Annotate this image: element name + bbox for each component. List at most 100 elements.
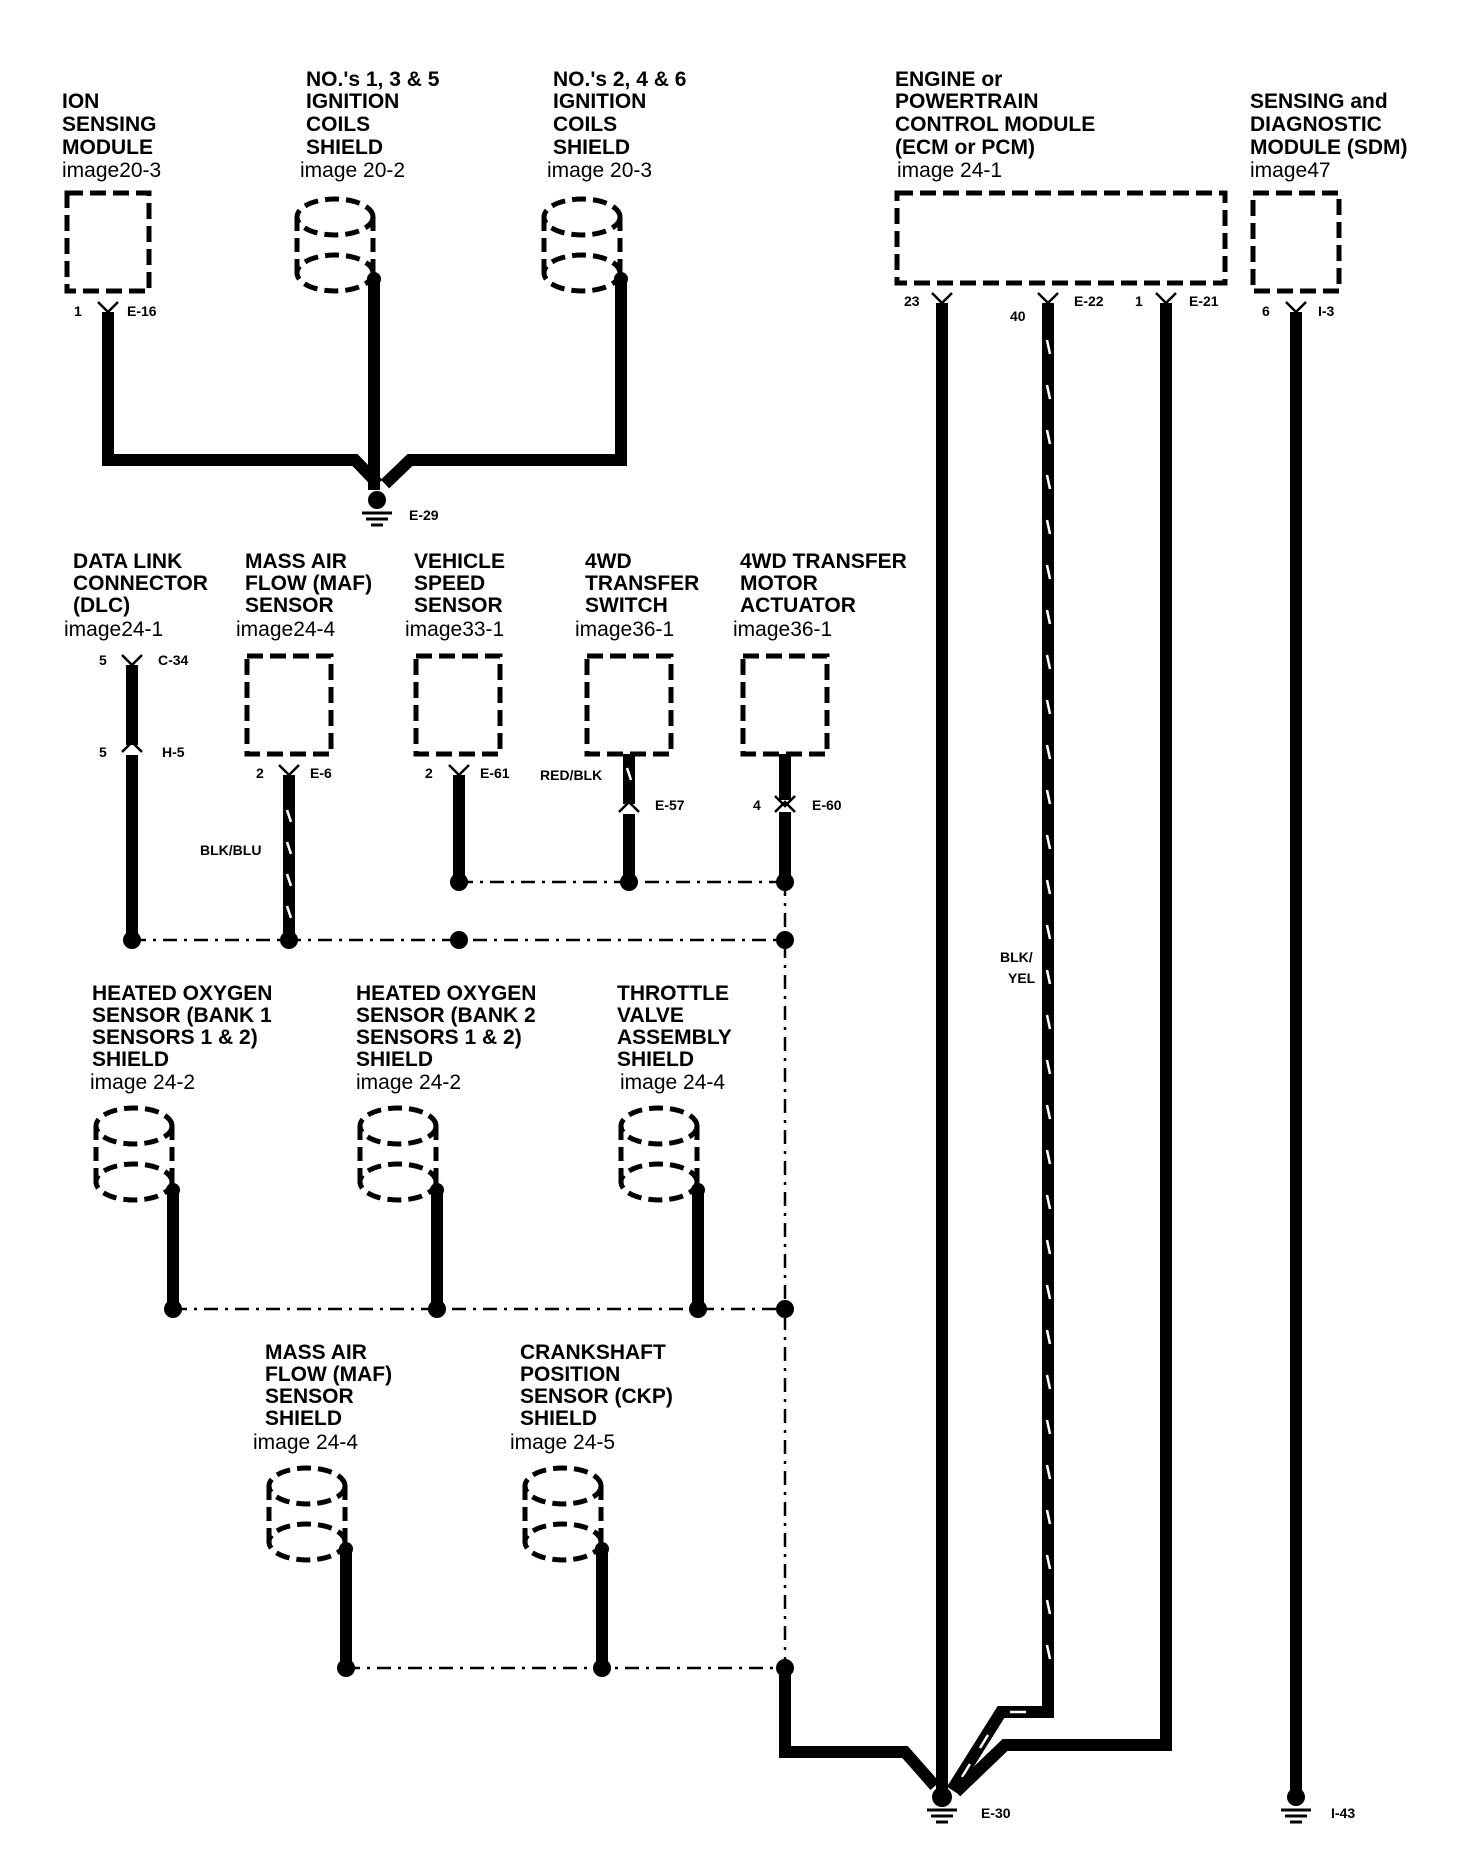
ground-e30-icon	[927, 1787, 957, 1824]
splice-dot	[123, 931, 141, 949]
ecm-pin40-wire	[946, 303, 1054, 1794]
ecm-pin1-wire	[951, 303, 1172, 1797]
ion-title-1: ION	[62, 90, 99, 113]
ground-i43-icon	[1281, 1788, 1311, 1824]
sdm-module: SENSING and DIAGNOSTIC MODULE (SDM) imag…	[1250, 90, 1407, 319]
ion-module-box	[64, 190, 152, 294]
ho2s2-title-4: SHIELD	[356, 1048, 433, 1071]
ecm-ref[interactable]: image 24-1	[897, 159, 1002, 182]
actuator-connector-icon	[774, 795, 796, 813]
splice-dot	[164, 1300, 182, 1318]
switch-title-1: 4WD	[585, 550, 632, 573]
4wd-transfer-switch: 4WD TRANSFER SWITCH image36-1 RED/BLK E-…	[540, 550, 699, 813]
splice-dot	[280, 931, 298, 949]
switch-wire-color: RED/BLK	[540, 767, 602, 783]
coils246-title-2: IGNITION	[553, 90, 646, 113]
ckp-ref[interactable]: image 24-5	[510, 1431, 615, 1454]
ecm-title-2: POWERTRAIN	[895, 90, 1039, 113]
coils135-title-2: IGNITION	[306, 90, 399, 113]
splice-dot	[450, 931, 468, 949]
actuator-connector: E-60	[812, 797, 842, 813]
ecm-pin-1: 1	[1135, 293, 1143, 309]
splice-dot	[450, 873, 468, 891]
maf-sensor: MASS AIR FLOW (MAF) SENSOR image24-4 2 E…	[200, 550, 372, 858]
splice-dot	[620, 873, 638, 891]
throttle-title-3: ASSEMBLY	[617, 1026, 732, 1049]
dlc-connector-c34-icon	[121, 654, 143, 667]
ckp-title-4: SHIELD	[520, 1407, 597, 1430]
ckp-title-2: POSITION	[520, 1363, 620, 1386]
vehicle-speed-sensor: VEHICLE SPEED SENSOR image33-1 2 E-61	[405, 550, 510, 781]
coils135-ref[interactable]: image 20-2	[300, 159, 405, 182]
ecm-connector-23-icon	[931, 292, 953, 305]
actuator-module-box	[740, 653, 830, 757]
shield-icon	[357, 1105, 444, 1203]
shield-icon	[294, 196, 381, 294]
shield-icon	[266, 1465, 353, 1563]
coils246-title-4: SHIELD	[553, 136, 630, 159]
vss-title-1: VEHICLE	[414, 550, 505, 573]
ecm-conn-e21: E-21	[1189, 293, 1219, 309]
ho2s2-title-2: SENSOR (BANK 2	[356, 1004, 536, 1027]
vss-connector: E-61	[480, 765, 510, 781]
ion-to-e29-wire	[102, 312, 383, 489]
switch-ref[interactable]: image36-1	[575, 618, 674, 641]
dlc-connector: C-34	[158, 652, 189, 668]
mafshield-title-2: FLOW (MAF)	[265, 1363, 392, 1386]
dlc-pin2: 5	[99, 744, 107, 760]
ecm-conn-e22: E-22	[1074, 293, 1104, 309]
splice-dot	[337, 1659, 355, 1677]
ho2s1-title-1: HEATED OXYGEN	[92, 982, 272, 1005]
ho2s2-ref[interactable]: image 24-2	[356, 1071, 461, 1094]
ion-pin: 1	[74, 303, 82, 319]
ecm-module: ENGINE or POWERTRAIN CONTROL MODULE (ECM…	[894, 68, 1228, 324]
ion-connector: E-16	[127, 303, 157, 319]
coils135-title-3: COILS	[306, 113, 370, 136]
ground-e29-icon	[362, 491, 392, 527]
shield-icon	[541, 196, 628, 294]
ho2s-bank2-shield: HEATED OXYGEN SENSOR (BANK 2 SENSORS 1 &…	[356, 982, 536, 1203]
maf-sensor-shield: MASS AIR FLOW (MAF) SENSOR SHIELD image …	[253, 1341, 392, 1563]
ho2s1-title-4: SHIELD	[92, 1048, 169, 1071]
throttle-ref[interactable]: image 24-4	[620, 1071, 725, 1094]
ecm-pin-40: 40	[1010, 308, 1026, 324]
throttle-title-2: VALVE	[617, 1004, 684, 1027]
shield-icon	[522, 1465, 609, 1563]
ho2s2-title-3: SENSORS 1 & 2)	[356, 1026, 522, 1049]
trunk-to-e30-wire	[779, 1668, 940, 1790]
sdm-ref[interactable]: image47	[1250, 159, 1331, 182]
data-link-connector: DATA LINK CONNECTOR (DLC) image24-1 5 C-…	[64, 550, 208, 760]
maf-wire-stripe	[285, 809, 293, 919]
ho2s1-ref[interactable]: image 24-2	[90, 1071, 195, 1094]
ckp-sensor-shield: CRANKSHAFT POSITION SENSOR (CKP) SHIELD …	[510, 1341, 673, 1563]
maf-ref[interactable]: image24-4	[236, 618, 336, 641]
dlc-title-1: DATA LINK	[73, 550, 182, 573]
switch-module-box	[584, 653, 674, 757]
ecm-pin-23: 23	[904, 293, 920, 309]
ignition-coils-135-shield: NO.'s 1, 3 & 5 IGNITION COILS SHIELD ima…	[294, 68, 440, 294]
vss-ref[interactable]: image33-1	[405, 618, 504, 641]
dlc-ref[interactable]: image24-1	[64, 618, 163, 641]
throttle-title-1: THROTTLE	[617, 982, 729, 1005]
actuator-title-1: 4WD TRANSFER	[740, 550, 907, 573]
ckp-title-3: SENSOR (CKP)	[520, 1385, 673, 1408]
ecm-pin40-stripe	[960, 339, 1052, 1778]
ground-i43-label: I-43	[1331, 1805, 1355, 1821]
ion-ref[interactable]: image20-3	[62, 159, 161, 182]
mafshield-title-3: SENSOR	[265, 1385, 354, 1408]
splice-dot	[776, 931, 794, 949]
mafshield-ref[interactable]: image 24-4	[253, 1431, 358, 1454]
actuator-ref[interactable]: image36-1	[733, 618, 832, 641]
maf-title-3: SENSOR	[245, 594, 334, 617]
sdm-title-1: SENSING and	[1250, 90, 1388, 113]
coils246-ref[interactable]: image 20-3	[547, 159, 652, 182]
ecm-title-1: ENGINE or	[895, 68, 1002, 91]
ecm-title-4: (ECM or PCM)	[895, 136, 1035, 159]
switch-connector: E-57	[655, 797, 685, 813]
mafshield-title-4: SHIELD	[265, 1407, 342, 1430]
dlc-connector2: H-5	[162, 744, 185, 760]
ecm-connector-1-icon	[1155, 292, 1177, 305]
sdm-title-3: MODULE (SDM)	[1250, 136, 1407, 159]
dlc-pin: 5	[99, 652, 107, 668]
